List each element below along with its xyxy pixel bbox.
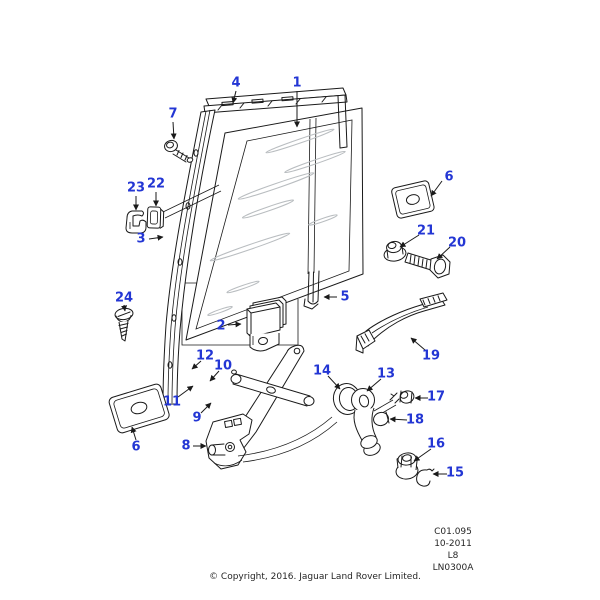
leader-line-12 (191, 360, 202, 370)
leader-line-19 (410, 337, 426, 351)
leader-line-9 (200, 402, 212, 414)
leader-line-21 (399, 234, 420, 248)
callout-7: 7 (168, 106, 178, 122)
clip-23 (125, 210, 147, 234)
callout-17: 17 (426, 389, 446, 405)
glass-reflection-streaks (207, 128, 346, 316)
bolt-20 (404, 252, 451, 279)
callout-18: 18 (405, 412, 425, 428)
leader-line-10 (209, 370, 220, 382)
callout-9: 9 (192, 410, 202, 426)
leader-line-20 (436, 246, 451, 260)
clip-15 (416, 468, 435, 487)
callout-4: 4 (231, 75, 241, 91)
glass-bottom-channel (303, 270, 320, 310)
leader-line-18 (389, 416, 408, 423)
callout-2: 2 (216, 318, 226, 334)
drawing-code-line: C01.095 (434, 527, 472, 537)
clip-7 (164, 139, 194, 163)
leader-line-7 (170, 121, 177, 140)
callout-10: 10 (213, 358, 233, 374)
leader-line-11 (177, 385, 194, 398)
callout-24: 24 (114, 290, 134, 306)
callout-16: 16 (426, 436, 446, 452)
callout-11: 11 (162, 394, 182, 410)
callout-22: 22 (146, 176, 166, 192)
screw-24 (114, 307, 134, 342)
copyright-notice: © Copyright, 2016. Jaguar Land Rover Lim… (209, 572, 421, 582)
nut-16 (395, 452, 419, 480)
crank-sweep-arcs (237, 416, 338, 463)
window-regulator (205, 344, 315, 470)
callout-8: 8 (181, 438, 191, 454)
bracket-19 (355, 292, 448, 354)
spacer-plate-6-left (108, 383, 170, 434)
leader-line-4 (231, 90, 238, 104)
callout-1: 1 (292, 75, 302, 91)
leader-lines (121, 90, 451, 477)
callout-23: 23 (126, 180, 146, 196)
callout-14: 14 (312, 363, 332, 379)
leader-line-2 (227, 321, 242, 328)
door-waist-box (181, 282, 299, 346)
callout-3: 3 (136, 231, 146, 247)
callout-15: 15 (445, 465, 465, 481)
leader-line-3 (148, 234, 164, 241)
leader-line-24 (121, 304, 128, 312)
leader-line-6 (430, 180, 443, 197)
callout-6: 6 (444, 169, 454, 185)
callout-21: 21 (416, 223, 436, 239)
cap-18 (373, 411, 390, 427)
leader-line-14 (327, 375, 341, 390)
callout-6: 6 (131, 439, 141, 455)
nut-21 (383, 240, 407, 262)
spacer-plate-6-right (391, 180, 435, 219)
window-crank-handle (351, 388, 381, 456)
leader-line-16 (413, 448, 432, 462)
callout-5: 5 (340, 289, 350, 305)
callout-19: 19 (421, 348, 441, 364)
callout-20: 20 (447, 235, 467, 251)
leader-line-6 (130, 426, 137, 441)
drawing-code-line: L8 (447, 551, 459, 561)
grommet-22 (146, 206, 165, 229)
bolt-17 (389, 390, 415, 404)
leader-line-13 (366, 378, 382, 392)
door-frame-channel (162, 87, 348, 405)
drawing-code-line: 10-2011 (434, 539, 472, 549)
guide-line-clips (162, 184, 222, 219)
drawing-code-line: LN0300A (432, 563, 474, 573)
callout-12: 12 (195, 348, 215, 364)
callout-13: 13 (376, 366, 396, 382)
drawing-code-block: C01.095 10-2011 L8 LN0300A (400, 526, 506, 574)
glass-lift-bracket (246, 296, 287, 352)
